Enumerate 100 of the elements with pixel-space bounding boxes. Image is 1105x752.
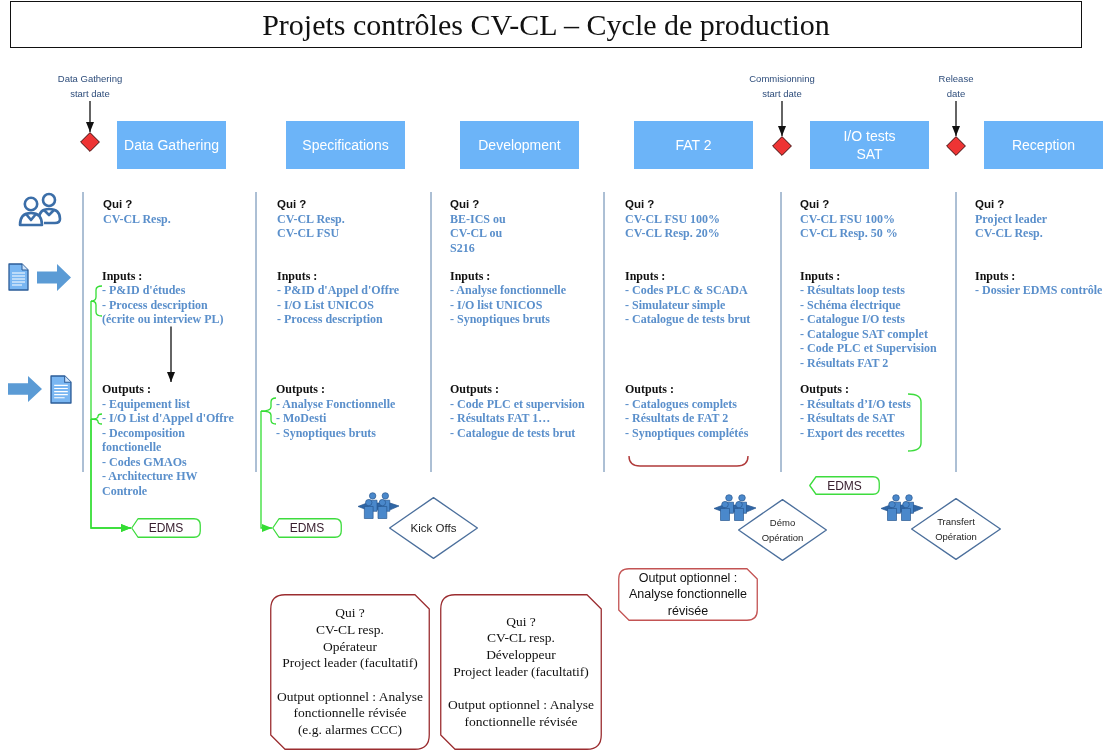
list-item: CV-CL ou [450, 226, 503, 241]
list-item: BE-ICS ou [450, 211, 506, 226]
list-item: - Dossier EDMS contrôle [975, 283, 1103, 298]
event-diamond: Kick Offs [389, 497, 478, 559]
list-item: CV-CL Resp. [277, 211, 345, 226]
phase-box: Reception [984, 121, 1103, 169]
list-item: - Process description [277, 312, 383, 327]
note-text: Output optionnel : Analyse fonctionnelle révisée [276, 688, 424, 723]
section-heading: Outputs : [276, 382, 325, 397]
arrow [260, 397, 277, 532]
list-item: - Synoptiques bruts [450, 312, 551, 327]
section-heading: Qui ? [103, 197, 133, 212]
arrow [90, 413, 132, 532]
list-item: - Equipement list [102, 396, 190, 411]
note-text: Project leader (facultatif) [453, 663, 589, 681]
list-item: - Résultats d’I/O tests [800, 396, 911, 411]
list-item: - Schéma électrique [800, 297, 901, 312]
list-item: - Codes GMAOs [102, 454, 187, 469]
list-item: - Synoptiques bruts [276, 425, 377, 440]
arrow [952, 100, 960, 137]
list-item: CV-CL Resp. [103, 211, 171, 226]
arrow [86, 100, 94, 133]
list-item: S216 [450, 240, 475, 255]
list-item: - MoDesti [276, 411, 327, 426]
note-box [618, 568, 758, 621]
note-text: Output optionnel : Analyse fonctionnelle révisée [447, 697, 595, 731]
event-diamond: Transfert Opération [911, 498, 1001, 560]
section-heading: Qui ? [450, 197, 480, 212]
list-item: - P&ID d'études [102, 283, 186, 298]
list-item: - P&ID d'Appel d'Offre [277, 283, 400, 298]
section-heading: Qui ? [975, 197, 1005, 212]
phase-box: FAT 2 [634, 121, 753, 169]
list-item: - Résultats FAT 2 [800, 355, 889, 370]
note-text: Opérateur [323, 638, 377, 656]
list-item: - I/O List d'Appel d'Offre [102, 411, 234, 426]
list-item: CV-CL Resp. [975, 226, 1043, 241]
list-item: - Export des recettes [800, 425, 905, 440]
list-item: - Catalogue I/O tests [800, 312, 905, 327]
repository-tag: EDMS [272, 518, 342, 538]
list-item: - I/O List UNICOS [277, 297, 374, 312]
milestone-diamond [80, 132, 100, 152]
milestone-label: Data Gathering start date [54, 71, 126, 101]
milestone-diamond [772, 136, 792, 156]
section-heading: Inputs : [102, 268, 143, 283]
note-text: (e.g. alarmes CCC) [297, 722, 403, 739]
section-heading: Outputs : [450, 382, 499, 397]
phase-box: Specifications [286, 121, 405, 169]
note-text: Project leader (facultatif) [282, 655, 418, 672]
milestone-label: Commisionning start date [746, 71, 818, 101]
event-diamond: Démo Opération [738, 499, 827, 561]
list-item: - Decomposition fonctionelle [102, 425, 186, 455]
list-item: CV-CL FSU [277, 226, 340, 241]
phase-box: I/O tests SAT [810, 121, 929, 169]
list-item: - Catalogue de tests brut [450, 425, 576, 440]
list-item: CV-CL Resp. 50 % [800, 226, 898, 241]
section-heading: Inputs : [975, 268, 1016, 283]
section-heading: Outputs : [625, 382, 674, 397]
section-heading: Inputs : [800, 268, 841, 283]
page-title: Projets contrôles CV-CL – Cycle de production [10, 1, 1082, 48]
list-item: - Synoptiques complétés [625, 425, 749, 440]
list-item: CV-CL FSU 100% [800, 211, 896, 226]
note-box [270, 594, 430, 750]
list-item: - I/O list UNICOS [450, 297, 543, 312]
list-item: - Architecture HW Controle [102, 469, 199, 498]
section-heading: Qui ? [625, 197, 655, 212]
section-heading: Inputs : [277, 268, 318, 283]
list-item: - Catalogue de tests brut [625, 312, 751, 327]
note-text: Développeur [486, 646, 556, 664]
list-item: - Codes PLC & SCADA [625, 283, 748, 298]
list-item: Project leader [975, 211, 1048, 226]
note-text: Output optionnel : Analyse fonctionnelle révisée [627, 569, 749, 620]
list-item: - Code PLC et Supervision [800, 341, 937, 356]
section-heading: Qui ? [800, 197, 830, 212]
section-heading: Outputs : [102, 382, 151, 397]
list-item: - Process description (écrite ou interview PL) [102, 297, 225, 327]
section-heading: Inputs : [625, 268, 666, 283]
list-item: - Résultats FAT 1… [450, 411, 551, 426]
list-item: - Catalogues complets [625, 396, 737, 411]
note-text: Qui ? [335, 605, 365, 622]
note-text: CV-CL resp. [487, 630, 555, 647]
note-text: Qui ? [506, 613, 536, 631]
arrow [167, 325, 175, 383]
list-item: - Simulateur simple [625, 297, 726, 312]
phase-box: Development [460, 121, 579, 169]
list-item: - Résultats de FAT 2 [625, 411, 729, 426]
repository-tag: EDMS [809, 476, 880, 495]
phase-box: Data Gathering [117, 121, 226, 169]
repository-tag: EDMS [131, 518, 201, 538]
milestone-diamond [946, 136, 966, 156]
note-text: CV-CL resp. [316, 621, 384, 639]
list-item: - Analyse Fonctionnelle [276, 396, 396, 411]
section-heading: Outputs : [800, 382, 849, 397]
note-box [440, 594, 602, 750]
section-heading: Qui ? [277, 197, 307, 212]
milestone-label: Release date [934, 71, 978, 101]
list-item: - Code PLC et supervision [450, 396, 585, 411]
list-item: - Catalogue SAT complet [800, 326, 928, 341]
arrow [778, 100, 786, 137]
list-item: CV-CL Resp. 20% [625, 226, 720, 241]
section-heading: Inputs : [450, 268, 491, 283]
